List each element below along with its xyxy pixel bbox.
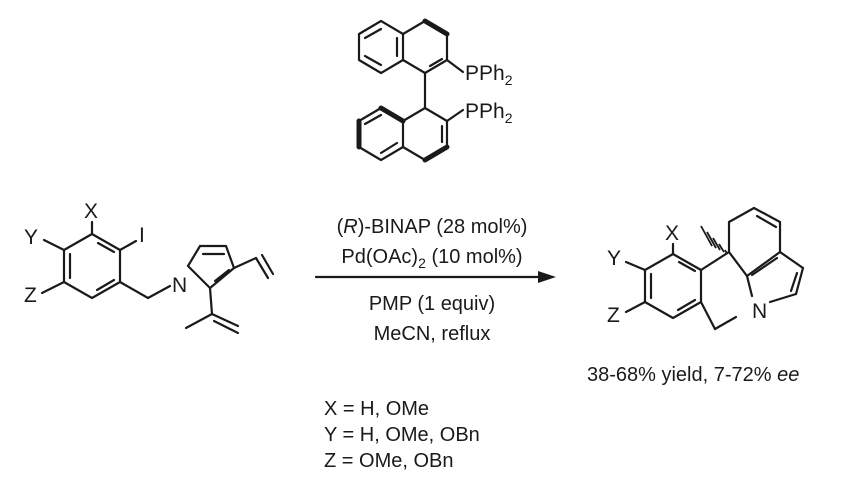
product-aromatic-ring: [643, 252, 703, 320]
reactant-z-label: Z: [24, 284, 37, 307]
product-structure: X Y Z N: [607, 206, 805, 331]
product-x-label: X: [665, 222, 679, 245]
product-y-label: Y: [607, 247, 621, 270]
hashed-methyl-wedge: [700, 225, 728, 255]
substituent-z-definition: Z = OMe, OBn: [324, 450, 453, 472]
reactant-structure: X Y Z I N: [24, 200, 275, 335]
binap-upper-ring-right: [401, 19, 449, 75]
arrow-head: [538, 271, 556, 283]
reactant-pyrrole-ring: [186, 244, 236, 290]
pph2-bottom-label: PPh2: [465, 100, 513, 126]
reactant-benzene-ring: [62, 232, 122, 300]
reactant-nitrogen-label: N: [172, 274, 187, 297]
reaction-arrow: [314, 271, 556, 283]
substituent-x-definition: X = H, OMe: [324, 398, 429, 420]
condition-palladium: Pd(OAc)2 (10 mol%): [341, 246, 522, 271]
product-yield-label: 38-68% yield, 7-72% ee: [587, 364, 799, 386]
pph2-top-label: PPh2: [465, 62, 513, 88]
product-z-label: Z: [607, 304, 620, 327]
reactant-y-label: Y: [24, 226, 38, 249]
condition-binap: (R)-BINAP (28 mol%): [337, 216, 528, 238]
reactant-iodo-label: I: [139, 224, 145, 247]
condition-pmp: PMP (1 equiv): [369, 293, 495, 315]
binap-structure: PPh2 PPh2: [356, 18, 513, 163]
condition-solvent: MeCN, reflux: [374, 323, 491, 345]
reactant-x-label: X: [84, 200, 98, 223]
product-nitrogen-label: N: [752, 300, 767, 323]
substituent-y-definition: Y = H, OMe, OBn: [324, 424, 480, 446]
